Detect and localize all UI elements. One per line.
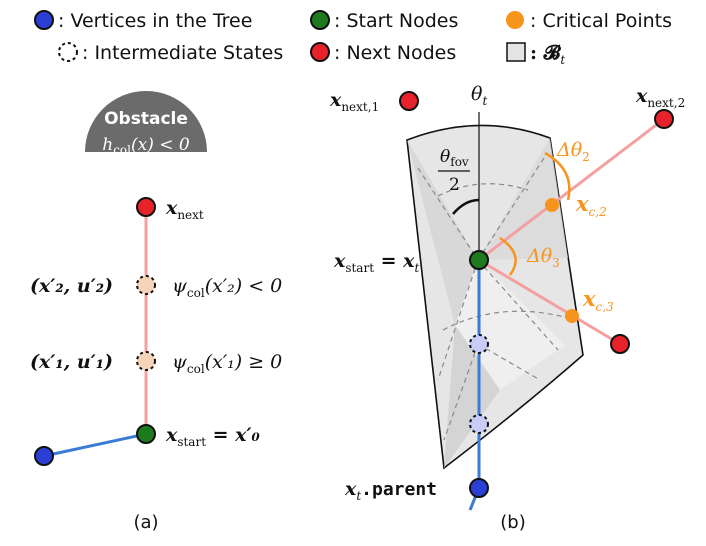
legend: : Vertices in the Tree : Start Nodes : C…	[34, 10, 672, 67]
next-node-1	[399, 91, 419, 111]
start-node	[136, 424, 156, 444]
region-dashed-lines	[417, 157, 569, 441]
psi-1-label: ψcol(x′₁) ≥ 0	[172, 351, 282, 376]
intermediate-state-2	[136, 275, 156, 295]
obstacle-condition: hcol(x) < 0	[102, 135, 190, 157]
legend-critical-icon	[506, 11, 524, 29]
edge-to-next-2	[478, 117, 665, 262]
legend-next-label: : Next Nodes	[334, 42, 456, 64]
delta-theta-3-arc	[499, 236, 517, 276]
fov-angle-arc	[452, 198, 480, 215]
legend-region-label: : 𝓑t	[530, 42, 565, 67]
region-facet-1	[407, 140, 478, 325]
edge-to-next-3	[478, 258, 621, 346]
legend-intermediate-label: : Intermediate States	[82, 42, 283, 64]
fov-denominator: 2	[449, 175, 460, 195]
next-node-label: xnext	[165, 197, 204, 222]
region-facet-4	[444, 325, 500, 468]
tree-vertex	[34, 446, 54, 466]
state-1-label: (x′₁, u′₁)	[30, 351, 113, 373]
state-2-label: (x′₂, u′₂)	[30, 275, 113, 297]
intermediate-b-2	[469, 414, 489, 434]
start-node-label: xstart = x′₀	[165, 424, 261, 449]
next-node-3	[610, 334, 630, 354]
legend-start-label: : Start Nodes	[334, 10, 458, 32]
start-node-b-label: xstart = xt	[333, 250, 420, 275]
xc2-label: xc,2	[575, 191, 607, 219]
next-1-label: xnext,1	[329, 89, 379, 114]
critical-point-3	[565, 309, 579, 323]
psi-2-label: ψcol(x′₂) < 0	[172, 275, 282, 300]
start-node-b	[469, 250, 489, 270]
caption-b: (b)	[500, 512, 525, 533]
next-node	[136, 197, 156, 217]
obstacle-shape	[84, 90, 207, 152]
critical-point-2	[545, 198, 559, 212]
caption-a: (a)	[133, 512, 158, 533]
theta-t-label: θt	[471, 83, 487, 108]
xc3-label: xc,3	[582, 286, 614, 314]
delta-theta-2-label: Δθ2	[556, 139, 590, 164]
edge-tree-a	[43, 432, 147, 458]
parent-vertex	[469, 478, 489, 498]
legend-start-icon	[310, 10, 330, 30]
panel-a: Obstacle hcol(x) < 0 xnext (x′₂, u′₂) ψc…	[30, 90, 282, 533]
region-facet-2	[478, 138, 568, 260]
legend-vertex-label: : Vertices in the Tree	[58, 10, 252, 32]
legend-region-icon	[506, 42, 526, 62]
parent-label: xt.parent	[344, 478, 437, 503]
panel-b: θt xnext,1 xnext,2 θfov 2 Δθ2 Δθ3 xc,2 x…	[329, 83, 685, 533]
fov-fraction: θfov 2	[438, 147, 470, 195]
region-facet-3	[455, 260, 565, 390]
legend-intermediate-icon	[58, 42, 78, 62]
fov-numerator: θfov	[440, 147, 469, 169]
next-node-2	[654, 109, 674, 129]
legend-critical-label: : Critical Points	[530, 10, 672, 32]
delta-theta-2-arc	[544, 151, 571, 201]
intermediate-state-1	[136, 351, 156, 371]
delta-theta-3-label: Δθ3	[526, 245, 560, 270]
next-2-label: xnext,2	[635, 85, 685, 110]
legend-next-icon	[310, 42, 330, 62]
intermediate-b-1	[469, 334, 489, 354]
obstacle-title: Obstacle	[104, 109, 188, 129]
legend-vertex-icon	[34, 10, 54, 30]
